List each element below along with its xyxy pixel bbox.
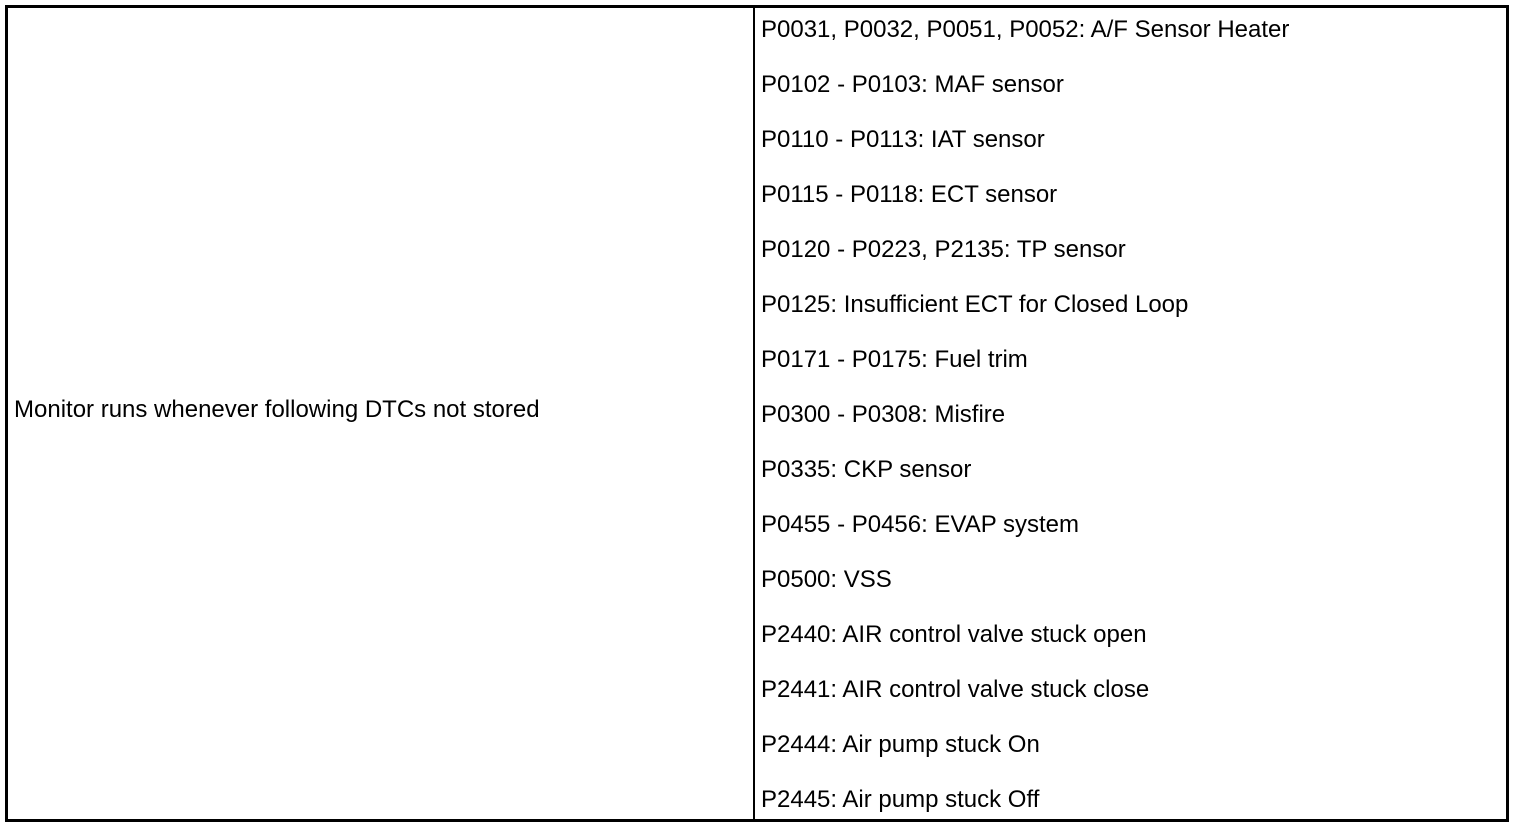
condition-label: Monitor runs whenever following DTCs not… <box>14 395 540 423</box>
dtc-item: P2441: AIR control valve stuck close <box>761 676 1150 703</box>
dtc-item: P2440: AIR control valve stuck open <box>761 621 1147 648</box>
dtc-item: P2444: Air pump stuck On <box>761 731 1040 758</box>
column-divider <box>753 8 755 819</box>
dtc-item: P0125: Insufficient ECT for Closed Loop <box>761 291 1189 318</box>
dtc-item: P0120 - P0223, P2135: TP sensor <box>761 236 1126 263</box>
dtc-item: P0110 - P0113: IAT sensor <box>761 126 1045 153</box>
dtc-table: Monitor runs whenever following DTCs not… <box>5 5 1509 822</box>
dtc-item: P0102 - P0103: MAF sensor <box>761 71 1064 98</box>
dtc-list-cell: P0031, P0032, P0051, P0052: A/F Sensor H… <box>755 8 1506 819</box>
dtc-item: P0500: VSS <box>761 566 892 593</box>
dtc-item: P0031, P0032, P0051, P0052: A/F Sensor H… <box>761 16 1290 43</box>
dtc-item: P0335: CKP sensor <box>761 456 972 483</box>
dtc-item: P0300 - P0308: Misfire <box>761 401 1006 428</box>
dtc-item: P0115 - P0118: ECT sensor <box>761 181 1058 208</box>
dtc-item: P2445: Air pump stuck Off <box>761 786 1040 813</box>
condition-cell: Monitor runs whenever following DTCs not… <box>8 8 753 819</box>
dtc-item: P0171 - P0175: Fuel trim <box>761 346 1028 373</box>
dtc-item: P0455 - P0456: EVAP system <box>761 511 1079 538</box>
